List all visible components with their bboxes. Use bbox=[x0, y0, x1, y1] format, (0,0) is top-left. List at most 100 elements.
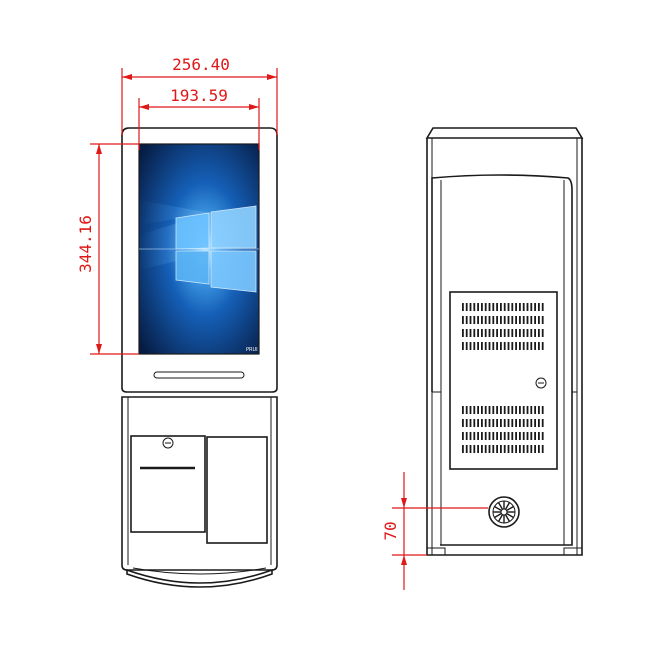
vent-slot bbox=[469, 329, 472, 337]
vent-slot bbox=[541, 445, 544, 453]
vent-slot bbox=[507, 316, 510, 324]
vent-slot bbox=[522, 329, 525, 337]
brand-mark: PRUI bbox=[246, 347, 258, 353]
vent-slot bbox=[534, 303, 536, 311]
vent-slot bbox=[469, 342, 472, 350]
vent-slot bbox=[538, 406, 540, 414]
vent-door bbox=[449, 291, 558, 470]
vent-slot bbox=[538, 432, 540, 440]
vent-slot bbox=[530, 316, 533, 324]
vent-slot bbox=[530, 432, 533, 440]
vent-slot bbox=[515, 432, 517, 440]
vent-grille-lower bbox=[462, 406, 544, 453]
vent-slot bbox=[511, 432, 514, 440]
vent-slot bbox=[522, 432, 525, 440]
vent-slot bbox=[462, 316, 464, 324]
vent-slot bbox=[484, 445, 487, 453]
vent-slot bbox=[515, 329, 517, 337]
vent-slot bbox=[534, 342, 536, 350]
vent-slot bbox=[488, 342, 491, 350]
vent-slot bbox=[462, 303, 464, 311]
vent-slot bbox=[481, 342, 483, 350]
vent-slot bbox=[465, 342, 468, 350]
vent-slot bbox=[522, 303, 525, 311]
vent-slot bbox=[492, 316, 495, 324]
vent-slot bbox=[503, 445, 506, 453]
vent-slot bbox=[492, 445, 495, 453]
vent-slot bbox=[488, 419, 491, 427]
vent-slot bbox=[465, 316, 468, 324]
fan-blade bbox=[506, 505, 514, 512]
vent-slot bbox=[538, 329, 540, 337]
vent-slot bbox=[541, 406, 544, 414]
vent-slot bbox=[481, 445, 483, 453]
vent-slot bbox=[477, 432, 479, 440]
fan-icon bbox=[488, 496, 520, 528]
vent-slot bbox=[473, 342, 476, 350]
vent-slot bbox=[526, 419, 529, 427]
vent-slot bbox=[484, 329, 487, 337]
screen-light-beam bbox=[139, 200, 210, 225]
vent-slot bbox=[503, 432, 506, 440]
vent-slot bbox=[519, 316, 521, 324]
vent-slot bbox=[522, 445, 525, 453]
vent-slot bbox=[488, 445, 491, 453]
dim-arrow bbox=[401, 498, 407, 508]
vent-slot bbox=[465, 419, 468, 427]
vent-slot bbox=[515, 419, 517, 427]
vent-slot bbox=[519, 445, 521, 453]
vent-slot bbox=[507, 303, 510, 311]
vent-slot bbox=[526, 445, 529, 453]
vent-slot bbox=[484, 316, 487, 324]
front-base-curve bbox=[132, 567, 267, 575]
vent-slot bbox=[534, 445, 536, 453]
vent-slot bbox=[500, 406, 502, 414]
vent-slot bbox=[530, 445, 533, 453]
side-foot bbox=[563, 547, 583, 556]
vent-slot bbox=[538, 445, 540, 453]
lock-icon bbox=[162, 437, 174, 449]
vent-slot bbox=[503, 316, 506, 324]
vent-slot bbox=[492, 329, 495, 337]
vent-slot bbox=[462, 419, 464, 427]
fan-blade bbox=[504, 514, 511, 522]
vent-slot bbox=[484, 419, 487, 427]
vent-slot bbox=[462, 342, 464, 350]
vent-slot bbox=[515, 316, 517, 324]
vent-slot bbox=[534, 316, 536, 324]
vent-slot bbox=[538, 342, 540, 350]
vent-slot bbox=[500, 316, 502, 324]
vent-slot bbox=[496, 419, 498, 427]
front-view: PRUI 256.40 193.59 bbox=[76, 55, 278, 588]
vent-slot bbox=[481, 303, 483, 311]
vent-slot bbox=[503, 419, 506, 427]
fan-blade bbox=[494, 505, 502, 512]
dim-arrow bbox=[139, 104, 149, 110]
printer-door bbox=[130, 435, 206, 533]
vent-slot bbox=[462, 432, 464, 440]
lock-icon bbox=[535, 377, 547, 389]
vent-slot bbox=[511, 406, 514, 414]
vent-slot bbox=[473, 303, 476, 311]
vent-slot bbox=[496, 329, 498, 337]
vent-slot bbox=[473, 316, 476, 324]
vent-slot bbox=[507, 406, 510, 414]
vent-slot bbox=[515, 406, 517, 414]
vent-slot bbox=[519, 432, 521, 440]
vent-slot bbox=[488, 316, 491, 324]
vent-slot bbox=[519, 406, 521, 414]
vent-grille-upper bbox=[462, 303, 544, 350]
vent-slot bbox=[538, 303, 540, 311]
front-base bbox=[126, 568, 273, 588]
vent-slot bbox=[496, 342, 498, 350]
vent-slot bbox=[500, 419, 502, 427]
vent-slot bbox=[496, 406, 498, 414]
vent-slot bbox=[515, 303, 517, 311]
vent-slot bbox=[488, 432, 491, 440]
vent-slot bbox=[530, 419, 533, 427]
dim-arrow bbox=[401, 555, 407, 565]
vent-slot bbox=[465, 406, 468, 414]
vent-slot bbox=[519, 342, 521, 350]
vent-slot bbox=[526, 316, 529, 324]
vent-slot bbox=[484, 342, 487, 350]
